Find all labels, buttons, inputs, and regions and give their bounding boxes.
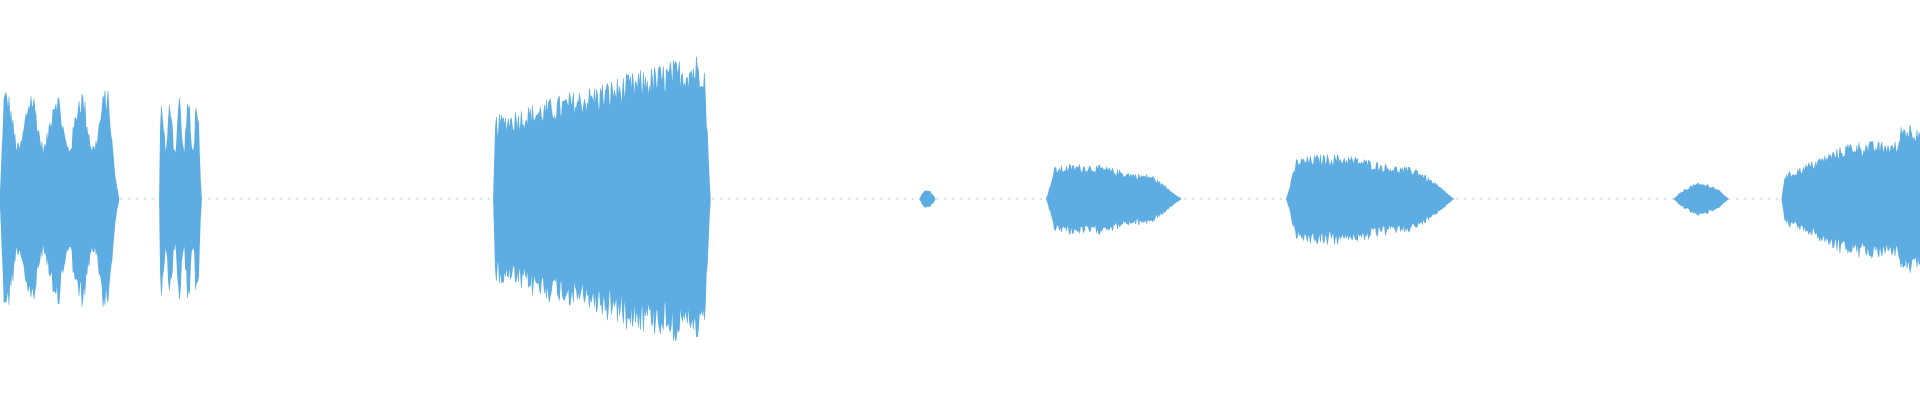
waveform-segment-5 — [1046, 164, 1182, 235]
waveform-segment-2 — [159, 98, 202, 300]
waveform-segment-3 — [493, 56, 711, 342]
waveform-segment-1 — [0, 90, 120, 308]
waveform-segment-8 — [1781, 124, 1920, 273]
waveform-segments — [0, 56, 1920, 342]
waveform-segment-7 — [1673, 182, 1729, 216]
waveform-segment-4 — [919, 190, 936, 208]
waveform-segment-6 — [1286, 153, 1454, 245]
